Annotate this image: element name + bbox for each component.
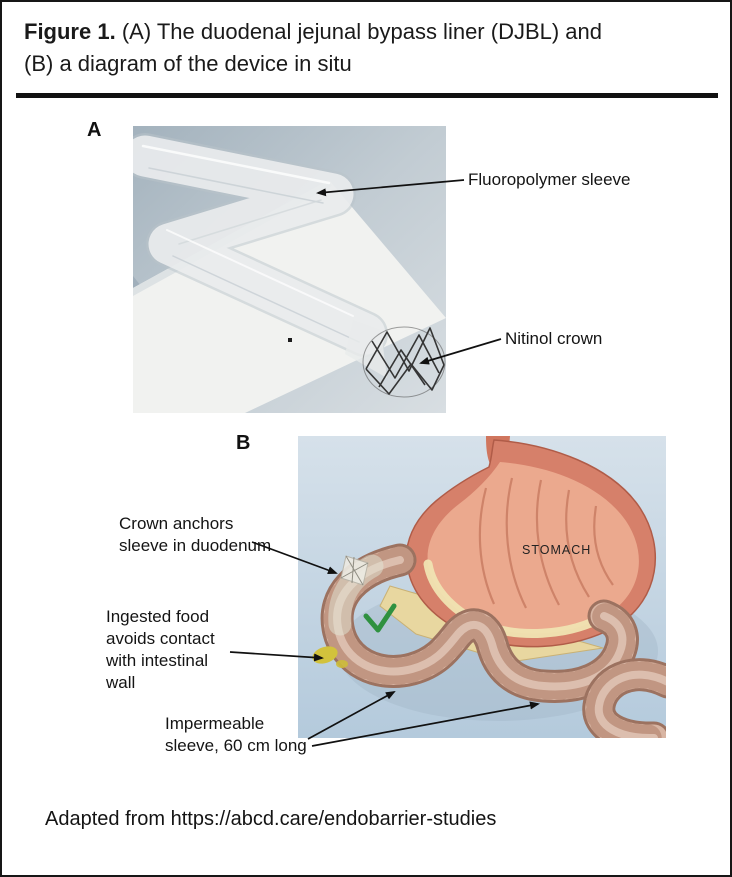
sleeve-green-mark (363, 603, 397, 633)
intestine-loop-lower (582, 658, 666, 738)
divider-rule (16, 93, 718, 98)
food-bolus-small (336, 660, 348, 668)
label-fluoropolymer-sleeve: Fluoropolymer sleeve (468, 170, 631, 189)
attribution-text: Adapted from https://abcd.care/endobarri… (45, 808, 497, 830)
marker-dot (288, 338, 292, 342)
panel-b-label: B (236, 432, 251, 454)
label-crown-anchors: Crown anchors sleeve in duodenum (119, 514, 272, 555)
figure-caption-text: (A) The duodenal jejunal bypass liner (D… (24, 19, 603, 76)
figure-caption: Figure 1. (A) The duodenal jejunal bypas… (24, 16, 702, 80)
stomach-rugae (478, 477, 614, 609)
crown-anchor-graphic (340, 555, 369, 586)
stomach-label: STOMACH (522, 543, 591, 557)
label-ingested-food: Ingested food avoids contact with intest… (106, 607, 215, 692)
device-photo (133, 126, 446, 413)
label-impermeable-sleeve: Impermeable sleeve, 60 cm long (165, 714, 307, 755)
panel-a-label: A (87, 119, 102, 141)
label-nitinol-crown: Nitinol crown (505, 329, 603, 348)
fluoropolymer-sleeve-graphic (133, 133, 388, 357)
anatomy-illustration: STOMACH (298, 436, 666, 738)
figure-number: Figure 1. (24, 19, 116, 44)
